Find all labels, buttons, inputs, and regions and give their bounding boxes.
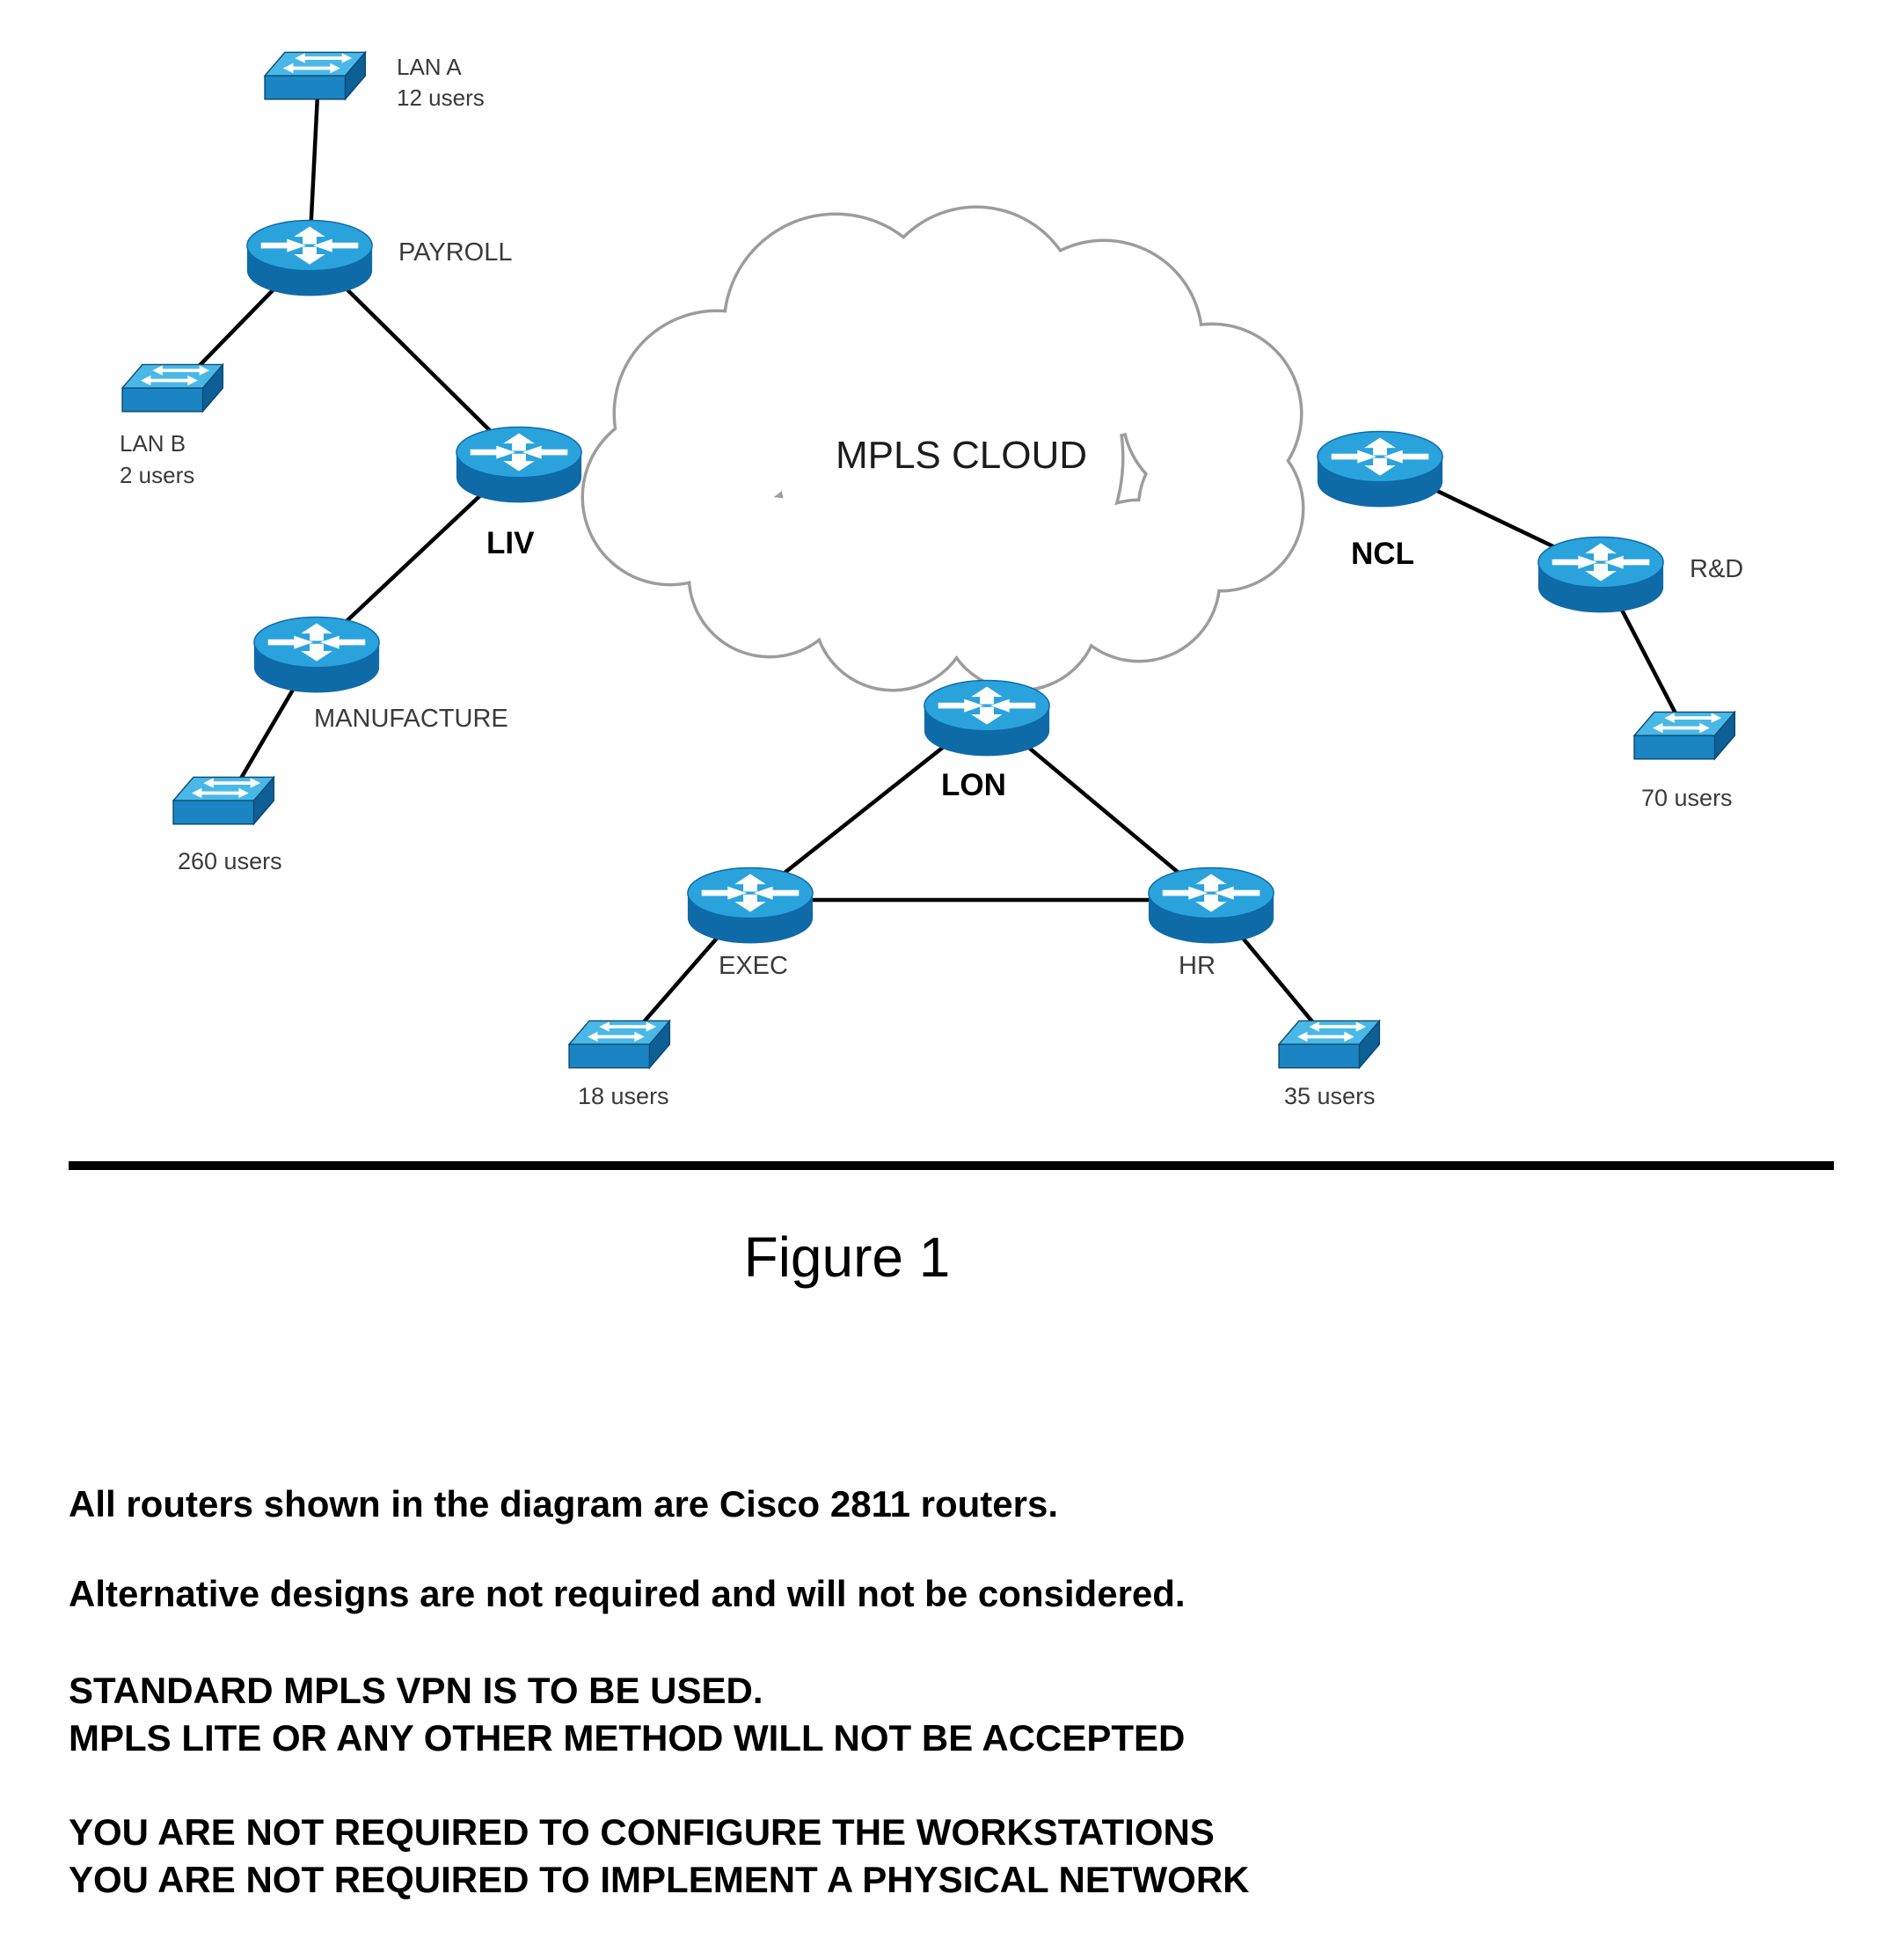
router-icon-ncl — [1317, 430, 1443, 508]
switch-icon-users-35 — [1278, 1020, 1381, 1069]
label-35-users: 35 users — [1284, 1083, 1376, 1109]
label-lon: LON — [941, 768, 1006, 802]
label-ncl: NCL — [1351, 537, 1414, 571]
switch-icon-lan-a — [264, 51, 367, 100]
label-18-users: 18 users — [578, 1083, 669, 1109]
router-icon-hr — [1148, 867, 1274, 945]
router-icon-rd — [1537, 536, 1664, 614]
label-liv: LIV — [486, 526, 535, 560]
label-r-d: R&D — [1690, 555, 1743, 583]
divider-line — [69, 1161, 1834, 1170]
label-260-users: 260 users — [178, 848, 282, 874]
switch-icon-lan-b — [121, 363, 224, 413]
note-line: YOU ARE NOT REQUIRED TO CONFIGURE THE WO… — [69, 1811, 1215, 1853]
mpls-cloud-label: MPLS CLOUD — [836, 434, 1087, 477]
note-line: YOU ARE NOT REQUIRED TO IMPLEMENT A PHYS… — [69, 1859, 1250, 1900]
label-12-users: 12 users — [397, 84, 485, 111]
label-lan-a: LAN A — [397, 54, 462, 80]
cloud-fill — [584, 208, 1302, 689]
figure-caption: Figure 1 — [743, 1225, 951, 1289]
note-line: STANDARD MPLS VPN IS TO BE USED. — [69, 1670, 763, 1711]
label-manufacture: MANUFACTURE — [314, 705, 508, 733]
router-icon-exec — [687, 867, 814, 945]
label-payroll: PAYROLL — [398, 238, 512, 267]
label-2-users: 2 users — [120, 462, 194, 488]
router-icon-manufacture — [253, 616, 380, 694]
router-icon-lon — [924, 679, 1050, 757]
label-lan-b: LAN B — [120, 430, 186, 457]
label-hr: HR — [1179, 952, 1216, 980]
note-line: All routers shown in the diagram are Cis… — [69, 1483, 1059, 1525]
switch-icon-users-18 — [568, 1020, 671, 1069]
switch-icon-users-70 — [1633, 711, 1736, 760]
router-icon-liv — [456, 426, 582, 504]
label-exec: EXEC — [719, 952, 788, 980]
router-icon-payroll — [246, 219, 373, 297]
label-70-users: 70 users — [1641, 785, 1733, 811]
switch-icon-users-260 — [172, 776, 275, 825]
note-line: Alternative designs are not required and… — [69, 1573, 1186, 1614]
mpls-cloud: MPLS CLOUD — [581, 205, 1305, 692]
note-line: MPLS LITE OR ANY OTHER METHOD WILL NOT B… — [69, 1717, 1186, 1759]
